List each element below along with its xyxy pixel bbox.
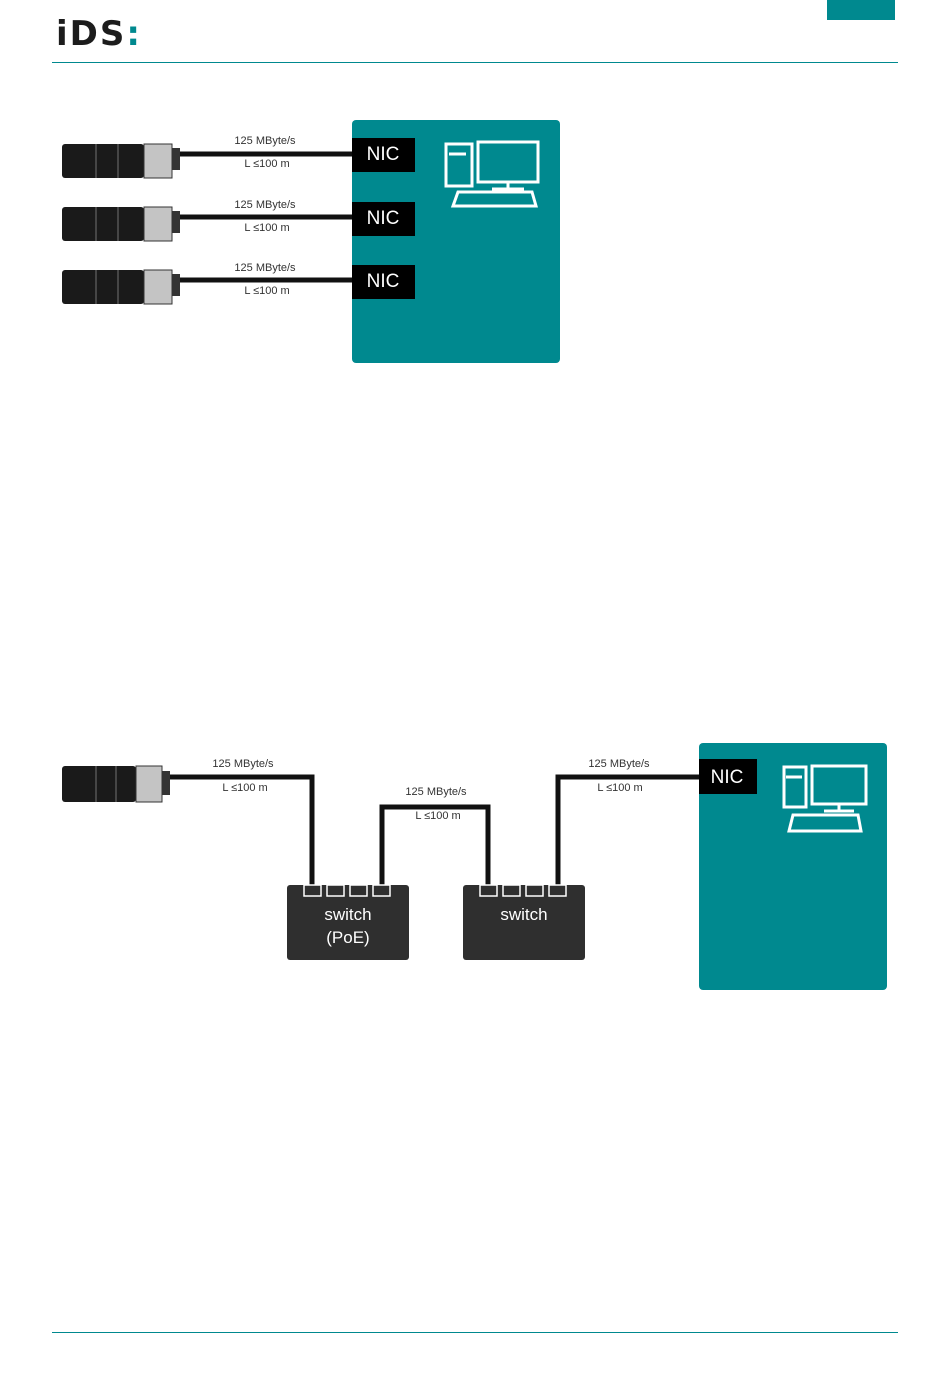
link-3-speed: 125 MByte/s [234,262,296,274]
camera-3 [62,270,180,304]
header-rule [52,62,898,63]
switch-poe-label-2: (PoE) [326,928,369,947]
footer-rule [52,1332,898,1333]
link-pc-length: L ≤100 m [597,782,642,794]
link-camera-speed: 125 MByte/s [212,758,274,770]
logo-dots: : [126,14,142,54]
nic-3-label: NIC [367,271,400,292]
camera-4 [62,766,170,802]
diagram-switched-connection: NIC 125 MByte/s L ≤100 m 125 MByte/s L ≤… [0,735,950,1005]
link-1-length: L ≤100 m [244,158,289,170]
switch-poe-label-1: switch [324,905,371,924]
switch-plain-label: switch [500,905,547,924]
link-2-length: L ≤100 m [244,222,289,234]
nic-pc-label: NIC [711,767,744,788]
link-switches-length: L ≤100 m [415,810,460,822]
camera-1 [62,144,180,178]
ids-logo: iDS: [56,14,142,54]
logo-text: iDS [56,14,126,54]
link-camera-length: L ≤100 m [222,782,267,794]
nic-2-label: NIC [367,208,400,229]
diagram-direct-connection: NIC 125 MByte/s L ≤100 m NIC 125 MByte/s… [0,110,950,370]
header-tab-block [827,0,895,20]
link-2-speed: 125 MByte/s [234,199,296,211]
nic-1-label: NIC [367,144,400,165]
link-1-speed: 125 MByte/s [234,135,296,147]
link-switches-speed: 125 MByte/s [405,786,467,798]
link-3-length: L ≤100 m [244,285,289,297]
link-pc-speed: 125 MByte/s [588,758,650,770]
camera-2 [62,207,180,241]
